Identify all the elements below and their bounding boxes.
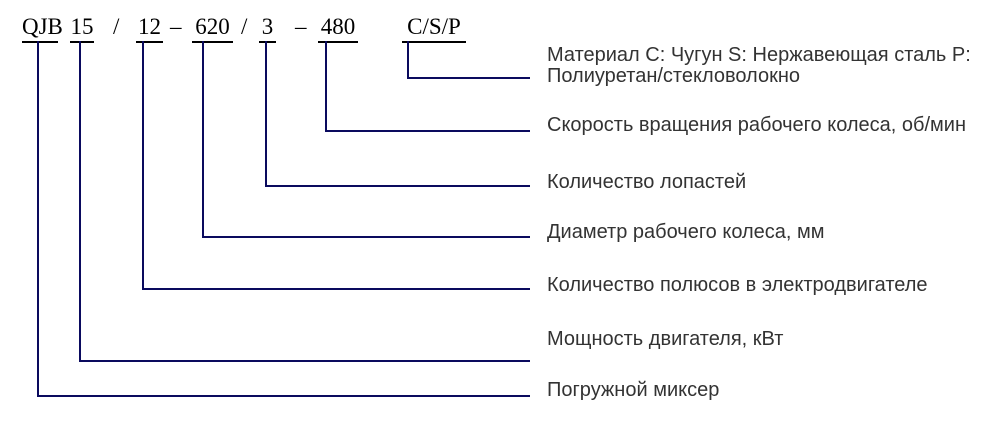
label-material-line1: Материал C: Чугун S: Нержавеющая сталь P… <box>547 44 971 66</box>
label-material: Материал C: Чугун S: Нержавеющая сталь P… <box>547 45 971 87</box>
code-segment-speed: 480 <box>318 13 358 43</box>
code-segment-diameter: 620 <box>192 13 233 43</box>
code-segment-blades: 3 <box>259 13 276 43</box>
code-segment-material: C/S/P <box>402 13 466 43</box>
connector-power <box>79 41 530 362</box>
label-blade-count: Количество лопастей <box>547 171 747 193</box>
label-pole-count: Количество полюсов в электродвигателе <box>547 274 928 296</box>
code-segment-poles: 12 <box>136 13 163 43</box>
code-separator-dash-2: – <box>295 14 307 39</box>
code-separator-slash-2: / <box>241 14 248 39</box>
code-segment-series: QJB <box>22 13 63 43</box>
code-segment-power: 15 <box>70 13 94 43</box>
label-rotation-speed: Скорость вращения рабочего колеса, об/ми… <box>547 114 967 136</box>
label-motor-power: Мощность двигателя, кВт <box>547 328 784 350</box>
code-separator-slash-1: / <box>113 14 120 39</box>
connector-speed <box>325 41 530 132</box>
label-impeller-diameter: Диаметр рабочего колеса, мм <box>547 221 825 243</box>
label-mixer-type: Погружной миксер <box>547 379 720 401</box>
connector-poles <box>142 41 530 290</box>
connector-material <box>407 41 530 79</box>
connector-blades <box>265 41 530 187</box>
code-separator-dash-1: – <box>170 14 182 39</box>
connector-diameter <box>202 41 530 238</box>
label-material-line2: Полиуретан/стекловолокно <box>547 65 800 87</box>
connector-mixer <box>37 41 530 397</box>
